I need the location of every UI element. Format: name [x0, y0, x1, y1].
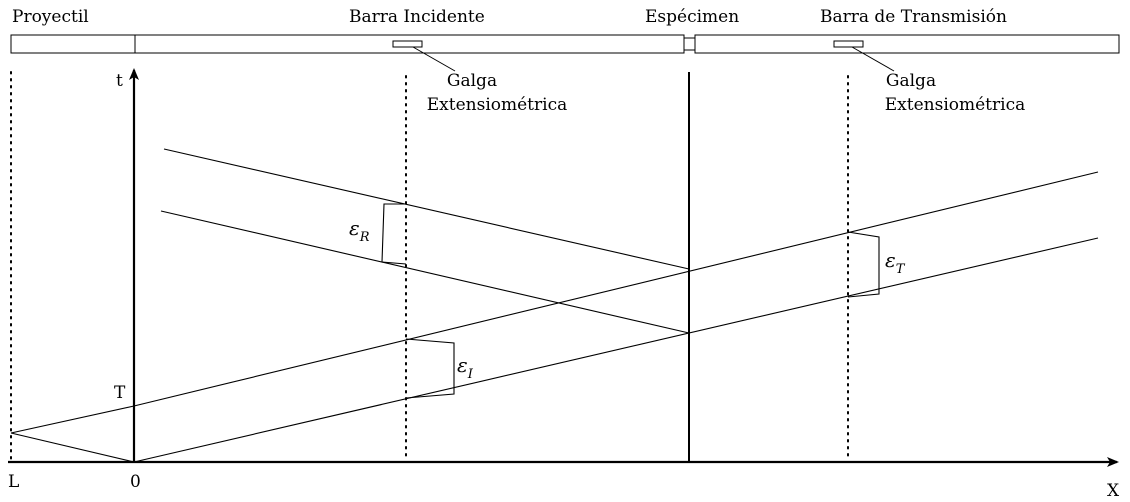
incident-gauge-leader [412, 46, 456, 72]
projectile-bar [10, 34, 136, 54]
specimen-label: Espécimen [645, 7, 739, 27]
reflected-strain-label: εR [349, 216, 370, 245]
incident-gauge-label-line1: Galga [447, 71, 497, 91]
t-axis-label: t [116, 71, 123, 91]
projectile-wave-ascending [10, 405, 135, 434]
transmission-bar [694, 34, 1120, 54]
transmission-gauge-leader [851, 46, 895, 72]
transmission-strain-gauge [833, 40, 864, 48]
transmission-bar-label: Barra de Transmisión [820, 7, 1007, 27]
wave-paths [10, 148, 1099, 463]
l-position-label: L [8, 472, 19, 492]
transmission-gauge-label-line1: Galga [886, 71, 936, 91]
incident-bar-label: Barra Incidente [349, 7, 485, 27]
reflected-wave-upper [163, 148, 690, 270]
bar-apparatus [10, 34, 1120, 72]
incident-front-transmitted-wave [133, 171, 1099, 407]
reflected-wave-lower [160, 210, 690, 334]
transmitted-strain-bracket [847, 231, 880, 298]
transmission-gauge-label-line2: Extensiométrica [885, 95, 1025, 115]
incident-strain-gauge [392, 40, 423, 48]
transmitted-strain-label: εT [885, 248, 906, 277]
incident-tail-transmitted-wave [133, 237, 1099, 463]
reflected-strain-bracket [381, 203, 407, 265]
t-value-label: T [114, 383, 126, 403]
incident-strain-bracket [405, 338, 455, 399]
projectile-wave-descending [10, 432, 135, 463]
projectile-label: Proyectil [12, 7, 89, 27]
incident-strain-label: εI [457, 353, 474, 382]
incident-gauge-label-line2: Extensiométrica [427, 95, 567, 115]
x-axis-label: X [1107, 481, 1120, 501]
specimen [683, 37, 696, 51]
origin-label: 0 [130, 472, 141, 492]
